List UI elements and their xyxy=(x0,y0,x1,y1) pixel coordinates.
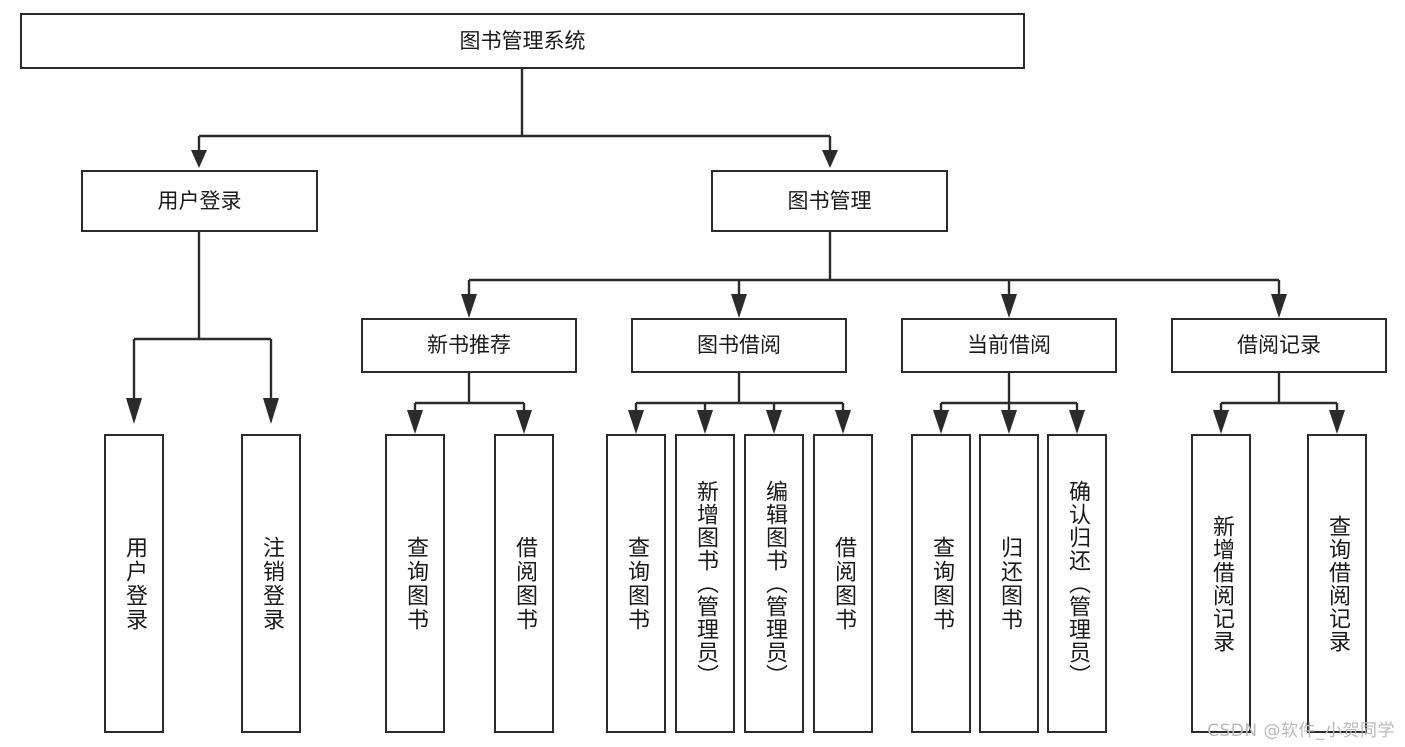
leaf-current-query-book[interactable]: 查询图书 xyxy=(911,434,971,733)
arrow-borrow-leaf4 xyxy=(835,410,851,434)
node-user-login[interactable]: 用户登录 xyxy=(81,170,318,232)
leaf-logout[interactable]: 注销登录 xyxy=(241,434,301,733)
leaf-rec-borrow-book[interactable]: 借阅图书 xyxy=(494,434,554,733)
leaf-current-return-book[interactable]: 归还图书 xyxy=(979,434,1039,733)
leaf-current-confirm-return-admin-label: 确认归还（管理员） xyxy=(1065,480,1090,687)
node-book-borrow-label: 图书借阅 xyxy=(697,333,781,358)
leaf-borrow-edit-book-admin-label: 编辑图书（管理员） xyxy=(762,480,787,687)
leaf-user-login-label: 用户登录 xyxy=(122,535,147,632)
node-borrow-record-label: 借阅记录 xyxy=(1237,333,1321,358)
leaf-rec-borrow-book-label: 借阅图书 xyxy=(512,535,537,632)
arrow-current-leaf3 xyxy=(1069,410,1085,434)
node-current-borrow[interactable]: 当前借阅 xyxy=(901,318,1117,373)
leaf-borrow-borrow-book[interactable]: 借阅图书 xyxy=(813,434,873,733)
leaf-borrow-add-book-admin[interactable]: 新增图书（管理员） xyxy=(675,434,735,733)
leaf-record-add-borrow-record-label: 新增借阅记录 xyxy=(1209,514,1234,653)
leaf-rec-query-book-label: 查询图书 xyxy=(403,535,428,632)
arrow-root-to-bookmanage xyxy=(822,150,838,168)
leaf-borrow-borrow-book-label: 借阅图书 xyxy=(831,535,856,632)
leaf-current-return-book-label: 归还图书 xyxy=(997,535,1022,632)
leaf-current-query-book-label: 查询图书 xyxy=(929,535,954,632)
node-book-borrow[interactable]: 图书借阅 xyxy=(631,318,847,373)
leaf-borrow-add-book-admin-label: 新增图书（管理员） xyxy=(693,480,718,687)
arrow-record-leaf1 xyxy=(1213,410,1229,434)
arrow-borrow-leaf1 xyxy=(628,410,644,434)
arrow-rec-leaf1 xyxy=(407,410,423,434)
leaf-borrow-query-book[interactable]: 查询图书 xyxy=(606,434,666,733)
leaf-borrow-edit-book-admin[interactable]: 编辑图书（管理员） xyxy=(744,434,804,733)
node-user-login-label: 用户登录 xyxy=(157,188,242,213)
node-borrow-record[interactable]: 借阅记录 xyxy=(1171,318,1387,373)
arrow-current-leaf2 xyxy=(1001,410,1017,434)
arrow-bm-newbookrec xyxy=(461,294,477,318)
arrow-bm-currentborrow xyxy=(1001,294,1017,318)
arrow-bm-bookborrow xyxy=(731,294,747,318)
leaf-logout-label: 注销登录 xyxy=(259,535,284,632)
arrow-rec-leaf2 xyxy=(516,410,532,434)
leaf-record-query-borrow-record-label: 查询借阅记录 xyxy=(1325,514,1350,653)
node-new-book-recommend[interactable]: 新书推荐 xyxy=(361,318,577,373)
leaf-borrow-query-book-label: 查询图书 xyxy=(624,535,649,632)
node-book-manage[interactable]: 图书管理 xyxy=(711,170,948,232)
arrow-userlogin-leaf2 xyxy=(263,398,279,424)
leaf-record-query-borrow-record[interactable]: 查询借阅记录 xyxy=(1307,434,1367,733)
node-root-label: 图书管理系统 xyxy=(459,28,586,53)
arrow-borrow-leaf3 xyxy=(766,410,782,434)
arrow-userlogin-leaf1 xyxy=(126,398,142,424)
arrow-borrow-leaf2 xyxy=(697,410,713,434)
arrow-current-leaf1 xyxy=(933,410,949,434)
node-root[interactable]: 图书管理系统 xyxy=(20,13,1025,69)
leaf-user-login[interactable]: 用户登录 xyxy=(104,434,164,733)
arrow-bm-borrowrecord xyxy=(1271,294,1287,318)
arrow-root-to-userlogin xyxy=(191,150,207,168)
leaf-rec-query-book[interactable]: 查询图书 xyxy=(385,434,445,733)
leaf-record-add-borrow-record[interactable]: 新增借阅记录 xyxy=(1191,434,1251,733)
node-new-book-recommend-label: 新书推荐 xyxy=(427,333,511,358)
node-current-borrow-label: 当前借阅 xyxy=(967,333,1051,358)
arrow-record-leaf2 xyxy=(1329,410,1345,434)
node-book-manage-label: 图书管理 xyxy=(787,188,872,213)
leaf-current-confirm-return-admin[interactable]: 确认归还（管理员） xyxy=(1047,434,1107,733)
